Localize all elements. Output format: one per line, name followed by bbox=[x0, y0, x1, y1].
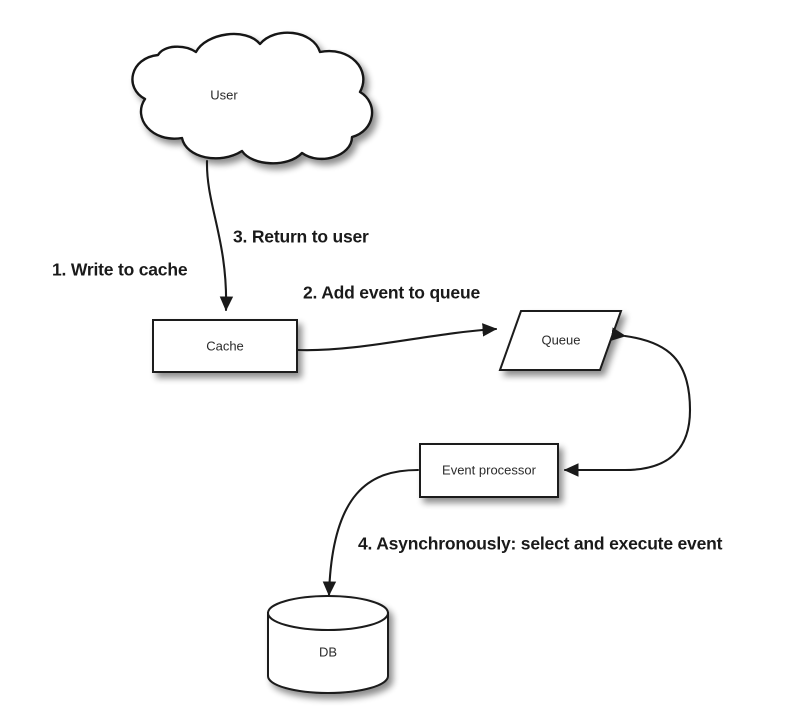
step-label-2: 2. Add event to queue bbox=[303, 283, 480, 303]
node-cache-label: Cache bbox=[206, 338, 244, 353]
edge-event-processor-to-db bbox=[322, 468, 420, 597]
node-event-processor[interactable]: Event processor bbox=[419, 443, 559, 498]
step-label-1: 1. Write to cache bbox=[52, 260, 188, 280]
step-label-4: 4. Asynchronously: select and execute ev… bbox=[358, 534, 723, 554]
node-cache[interactable]: Cache bbox=[152, 319, 298, 373]
node-queue[interactable]: Queue bbox=[498, 310, 623, 371]
node-event-processor-label: Event processor bbox=[442, 462, 537, 477]
node-user[interactable]: User bbox=[131, 31, 374, 165]
node-queue-label: Queue bbox=[541, 332, 580, 347]
node-user-label: User bbox=[210, 87, 238, 102]
edge-user-to-cache bbox=[205, 159, 234, 312]
edge-cache-to-queue bbox=[296, 323, 498, 352]
node-db-label: DB bbox=[319, 644, 337, 659]
step-label-3: 3. Return to user bbox=[233, 227, 369, 247]
node-db[interactable]: DB bbox=[267, 595, 389, 694]
edge-queue-to-event-processor bbox=[563, 327, 692, 477]
